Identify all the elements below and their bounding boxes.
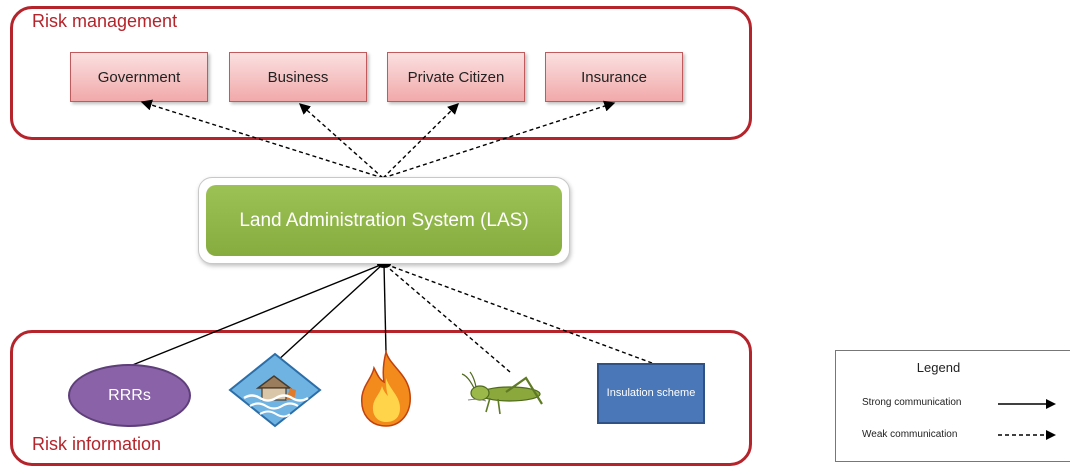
legend-strong-label: Strong communication: [862, 397, 962, 408]
link-las-business: [298, 103, 384, 179]
link-las-insurance: [382, 100, 616, 179]
las-node: Land Administration System (LAS): [198, 177, 570, 264]
actor-government: Government: [70, 52, 208, 102]
grasshopper-icon: [461, 371, 543, 415]
legend-line-samples: [998, 399, 1056, 440]
rrr-node: RRRs: [68, 364, 191, 427]
risk-management-label: Risk management: [32, 11, 178, 31]
legend-weak-arrowhead: [1046, 430, 1056, 440]
legend: Legend Strong communication Weak communi…: [835, 350, 1070, 462]
link-flood-las: [275, 263, 384, 363]
link-rrr-las: [129, 263, 384, 367]
link-las-government: [140, 99, 384, 179]
las-fill: Land Administration System (LAS): [206, 185, 562, 256]
legend-strong-arrowhead: [1046, 399, 1056, 409]
actor-insurance-label: Insurance: [581, 68, 647, 86]
actor-business: Business: [229, 52, 367, 102]
link-fire-las: [383, 263, 387, 353]
fire-icon: [361, 350, 411, 427]
rrr-label: RRRs: [108, 386, 151, 404]
las-label: Land Administration System (LAS): [239, 209, 529, 231]
legend-title: Legend: [916, 360, 961, 375]
actor-private-citizen-label: Private Citizen: [407, 68, 505, 86]
insulation-scheme-node: Insulation scheme: [597, 363, 705, 424]
insulation-scheme-label: Insulation scheme: [606, 387, 696, 399]
actor-private-citizen: Private Citizen: [387, 52, 525, 102]
link-las-private-citizen: [382, 103, 459, 179]
legend-weak-label: Weak communication: [862, 429, 958, 440]
flood-icon: [228, 352, 322, 428]
actor-business-label: Business: [267, 68, 329, 86]
link-insulation-las: [384, 263, 653, 364]
risk-information-label: Risk information: [32, 434, 162, 454]
actor-government-label: Government: [97, 68, 181, 86]
actor-insurance: Insurance: [545, 52, 683, 102]
